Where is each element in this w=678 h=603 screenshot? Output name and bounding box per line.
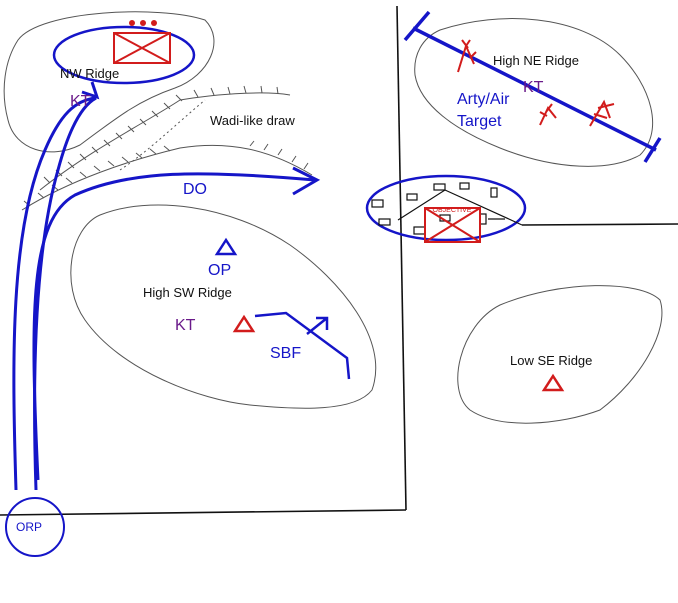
wadi-draw: [21, 85, 313, 211]
nw-ridge-outline: [3, 11, 215, 153]
wadi-label: Wadi-like draw: [210, 113, 295, 128]
do-arrow: [32, 172, 316, 481]
orp-circle: [5, 497, 65, 557]
low-se-ridge-outline: [457, 285, 663, 424]
tank-obstacle-icon: [457, 39, 477, 73]
kt-nw-label: KT: [70, 93, 91, 110]
orp-label: ORP: [16, 520, 42, 534]
tank-obstacle-icon: [539, 103, 557, 126]
do-arrow-head: [292, 166, 321, 196]
boundary-line-vertical: [396, 5, 407, 511]
arty-air-target-line: [412, 26, 657, 152]
arty-air-label-line2: Target: [457, 113, 502, 130]
objective-buildings: [371, 182, 505, 235]
boundary-line-horizontal: [0, 509, 407, 516]
assault-arrow-nw-head: [81, 81, 100, 100]
low-se-ridge-label: Low SE Ridge: [510, 353, 592, 368]
kt-sw-label: KT: [175, 317, 196, 334]
kt-sw-triangle-icon: [232, 314, 256, 333]
nw-ridge-label: NW Ridge: [60, 66, 119, 81]
op-label: OP: [208, 262, 231, 279]
sbf-symbol: [254, 311, 351, 380]
high-ne-ridge-label: High NE Ridge: [493, 53, 579, 68]
boundary-line-east: [521, 223, 678, 226]
nw-enemy-position-ellipse: [52, 25, 196, 85]
arty-air-label-line1: Arty/Air: [457, 91, 510, 108]
high-sw-ridge-label: High SW Ridge: [143, 285, 232, 300]
se-ridge-triangle-icon: [541, 373, 565, 392]
kt-ne-label: KT: [523, 79, 544, 96]
high-sw-ridge-outline: [70, 204, 377, 409]
sbf-label: SBF: [270, 345, 301, 362]
arty-air-target-cap-east: [643, 137, 662, 163]
tank-obstacle-icon: [589, 99, 615, 127]
objective-label: OBJECTIVE: [433, 207, 472, 214]
objective-ellipse: [365, 174, 527, 242]
enemy-unit-box-icon: [424, 207, 481, 243]
high-ne-ridge-outline: [414, 18, 654, 167]
assault-arrow-nw: [12, 96, 97, 491]
arty-air-target-cap-west: [403, 10, 431, 42]
op-triangle-icon: [214, 237, 238, 256]
sbf-arrow: [306, 316, 329, 335]
enemy-unit-box-icon: [113, 20, 171, 64]
do-label: DO: [183, 181, 207, 198]
